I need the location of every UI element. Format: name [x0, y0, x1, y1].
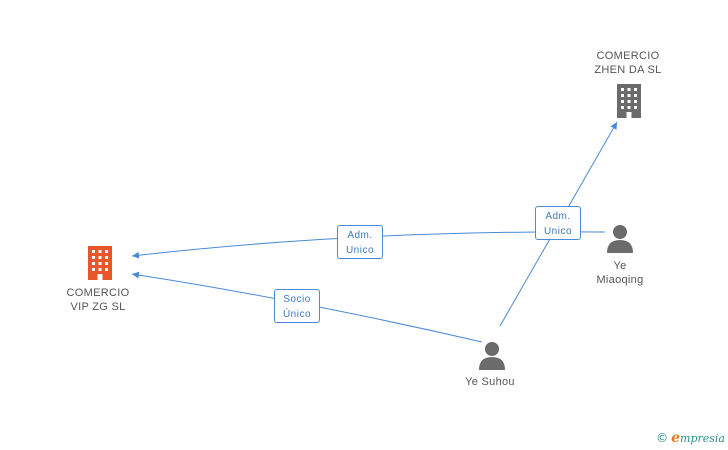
edge-label-line1: Adm. — [347, 230, 373, 241]
copyright-icon: © — [656, 431, 669, 445]
building-icon[interactable] — [613, 84, 645, 118]
node-comercio-zhen-da[interactable]: COMERCIO ZHEN DA SL — [578, 49, 678, 77]
person-icon[interactable] — [477, 340, 507, 370]
edge-label-socio-unico[interactable]: Socio Único — [274, 289, 320, 323]
node-label-line2: Miaoqing — [596, 274, 644, 286]
empresia-logo-text: mpresia — [680, 432, 725, 445]
empresia-footer: ©empresia — [656, 430, 725, 446]
node-label-line1: Ye — [613, 260, 627, 272]
node-ye-miaoqing[interactable]: Ye Miaoqing — [570, 259, 670, 287]
node-ye-suhou[interactable]: Ye Suhou — [440, 375, 540, 389]
person-icon[interactable] — [605, 223, 635, 253]
building-icon[interactable] — [84, 246, 116, 280]
edge-label-adm-unico-vip[interactable]: Adm. Unico — [337, 225, 383, 259]
node-label-line2: VIP ZG SL — [70, 301, 126, 313]
node-comercio-vip-zg[interactable]: COMERCIO VIP ZG SL — [48, 286, 148, 314]
edge-label-line2: Único — [282, 309, 312, 320]
node-label-line2: ZHEN DA SL — [594, 64, 662, 76]
edge-label-line1: Adm. — [545, 211, 571, 222]
edge-label-line2: Unico — [543, 226, 573, 237]
edge-label-line1: Socio — [283, 294, 311, 305]
edge-label-line2: Unico — [345, 245, 375, 256]
edge-label-adm-unico-zhen[interactable]: Adm. Unico — [535, 206, 581, 240]
node-label-line1: COMERCIO — [596, 50, 660, 62]
node-label-line1: COMERCIO — [66, 287, 130, 299]
node-label-line1: Ye Suhou — [465, 376, 515, 388]
empresia-logo-initial: e — [671, 430, 681, 446]
